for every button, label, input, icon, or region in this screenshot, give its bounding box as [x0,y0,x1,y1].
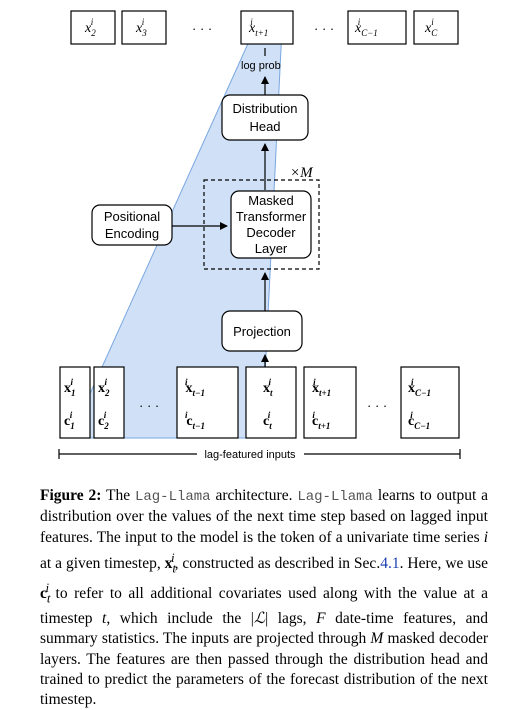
svg-text:Projection: Projection [233,324,291,339]
positional-encoding-box: Positional Encoding [91,204,173,246]
repeat-block [203,179,320,270]
svg-text:xt+1i: xt+1i [248,17,268,38]
svg-text:x1i: x1i [64,377,76,398]
output-token-x2: x2i [70,10,116,45]
input-token-2: x2i c2i [93,366,125,439]
distribution-head-box: Distribution Head [221,94,309,141]
input-token-t+1: xt+1i ct+1i [303,366,357,439]
repeat-label: ×M [290,165,314,181]
input-token-t: xti cti [245,366,297,439]
output-token-x3: x3i [121,10,167,45]
masked-decoder-box: Masked Transformer Decoder Layer [230,190,312,259]
svg-text:Decoder: Decoder [246,225,296,240]
lag-featured-label: lag-featured inputs [204,449,296,461]
lag-featured-bracket: lag-featured inputs [58,449,461,461]
svg-text:Distribution: Distribution [232,101,297,116]
input-token-t-1: xt−1i ct−1i [176,366,239,439]
projection-box: Projection [221,310,303,352]
output-token-xC: xCi [413,10,459,45]
input-token-1: x1i c1i [59,366,91,439]
svg-text:Head: Head [249,119,280,134]
top-ellipsis-1: · · · [192,21,212,36]
output-token-xt1: xt+1i [240,10,294,45]
top-ellipsis-2: · · · [314,21,334,36]
log-prob-label: log prob [241,60,281,72]
figure-caption: Figure 2: The Lag-Llama architecture. La… [40,487,488,709]
svg-text:Encoding: Encoding [105,226,159,241]
input-ellipsis-1: · · · [139,398,159,413]
svg-text:Transformer: Transformer [236,209,307,224]
svg-text:Positional: Positional [104,209,160,224]
svg-text:x2i: x2i [84,17,96,38]
svg-text:x2i: x2i [98,377,110,398]
input-token-C-1: xC−1i cC−1i [400,366,460,439]
input-ellipsis-2: · · · [367,398,387,413]
svg-text:xCi: xCi [424,17,438,38]
svg-text:Layer: Layer [255,241,288,256]
svg-text:c2i: c2i [98,410,109,431]
svg-text:xti: xti [263,377,273,398]
svg-text:Masked: Masked [248,193,294,208]
svg-text:x3i: x3i [135,17,147,38]
svg-text:xC−1i: xC−1i [354,17,378,38]
architecture-diagram: x2i x3i · · · xt+1i · · · xC−1i xCi log … [58,10,461,461]
svg-text:c1i: c1i [64,410,75,431]
svg-text:cti: cti [263,410,272,431]
output-token-xC-1: xC−1i [347,10,407,45]
